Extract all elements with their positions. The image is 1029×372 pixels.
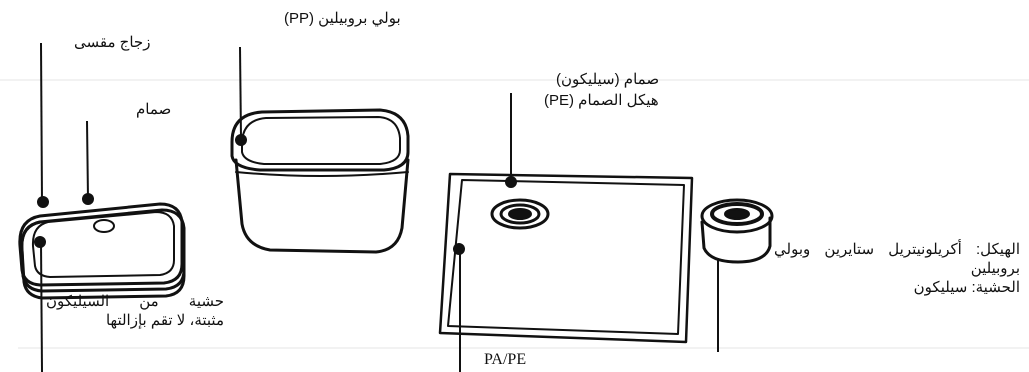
label-silicone-gasket: حشية من السيليكون مثبتة، لا تقم بإزالتها — [46, 292, 224, 330]
vacuum-bag — [438, 172, 694, 344]
label-pump-body-line1: الهيكل: أكريلونيتريل ستايرين وبولي — [774, 241, 1020, 258]
pp-container — [230, 108, 410, 254]
label-pump-body-line2: بروبيلين — [970, 260, 1020, 277]
bag-outer — [438, 172, 694, 344]
glass-lid-top-rim — [18, 202, 184, 287]
glass-lid — [18, 202, 186, 300]
bag-valve-outer — [490, 198, 550, 230]
label-silicone-gasket-line1: حشية من السيليكون — [46, 293, 224, 310]
glass-lid-inner-rim — [31, 210, 175, 279]
pump-top-center — [724, 208, 750, 220]
pump-top-ring — [710, 202, 764, 226]
label-pp-container: بولي بروبيلين (PP) — [284, 10, 401, 27]
bag-valve-mid — [499, 203, 541, 225]
label-pump-materials: الهيكل: أكريلونيتريل ستايرين وبولي بروبي… — [774, 240, 1020, 297]
label-valve-silicone: صمام (سيليكون) — [556, 71, 660, 88]
glass-lid-leader-lines — [40, 42, 89, 372]
label-silicone-gasket-line2: مثبتة، لا تقم بإزالتها — [105, 312, 224, 329]
pump-top-outer — [700, 198, 774, 234]
container-dot — [235, 134, 247, 146]
guide-lines — [0, 79, 1029, 349]
container-rim-inner — [241, 115, 401, 165]
label-valve-body: هيكل الصمام (PE) — [544, 92, 659, 109]
bag-leader-lines — [459, 93, 512, 372]
label-frosted-glass: زجاج مقسى — [74, 34, 151, 51]
label-pump-gasket: الحشية: سيليكون — [913, 279, 1020, 296]
bag-inner-seal — [447, 179, 685, 335]
lid-valve-hole — [93, 219, 115, 233]
pump-body — [700, 216, 772, 264]
container-rim-outer — [230, 108, 410, 172]
bag-dots — [453, 176, 517, 255]
bag-valve-inner — [508, 208, 532, 220]
container-band — [235, 171, 409, 177]
container-body — [234, 158, 410, 254]
label-bag-material: PA/PE — [484, 351, 527, 368]
hand-pump — [700, 198, 774, 264]
label-valve-lid: صمام — [136, 101, 172, 118]
glass-lid-mid-rim — [20, 220, 186, 293]
container-leader-line — [239, 46, 242, 139]
